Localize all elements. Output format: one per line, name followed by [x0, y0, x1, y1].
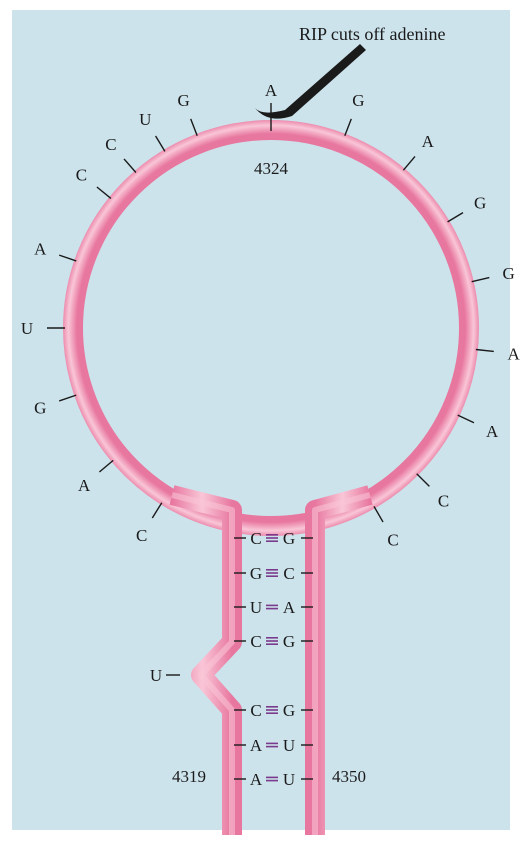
stem-base-left: C	[250, 632, 261, 651]
loop-base-tick	[191, 119, 198, 136]
loop-base: C	[136, 526, 147, 545]
stem-base-right: G	[283, 529, 295, 548]
stem-base-right: G	[283, 632, 295, 651]
loop-base: C	[76, 165, 87, 184]
loop-base-tick	[152, 503, 162, 518]
loop-base-tick	[59, 255, 76, 261]
loop-base: A	[422, 132, 435, 151]
loop-base: G	[503, 264, 515, 283]
position-4350: 4350	[332, 767, 366, 786]
loop-base-tick	[99, 460, 113, 472]
loop-base: C	[438, 492, 449, 511]
loop-base: A	[78, 476, 91, 495]
loop-base: A	[486, 422, 499, 441]
stem-base-right: U	[283, 736, 295, 755]
bulge-base: U	[150, 666, 162, 685]
loop-base: G	[177, 91, 189, 110]
loop-base-tick	[476, 350, 494, 352]
loop-base-tick	[97, 187, 111, 198]
loop-base-tick	[417, 474, 430, 487]
stem-base-right: U	[283, 770, 295, 789]
stem-base-left: G	[250, 564, 262, 583]
loop-base: C	[387, 530, 398, 549]
position-4324: 4324	[254, 159, 289, 178]
rip-caption: RIP cuts off adenine	[299, 24, 445, 44]
rna-loop	[73, 130, 469, 526]
loop-base: A	[34, 240, 47, 259]
loop-base-tick	[448, 213, 463, 222]
loop-base: U	[21, 319, 33, 338]
loop-base: A	[508, 345, 520, 364]
position-4319: 4319	[172, 767, 206, 786]
bulge: U	[150, 666, 180, 685]
stem-base-left: A	[250, 736, 263, 755]
stem-base-right: A	[283, 598, 296, 617]
loop-base-tick	[59, 395, 76, 401]
stem-base-left: C	[250, 701, 261, 720]
stem-base-left: U	[250, 598, 262, 617]
loop-base: U	[139, 110, 151, 129]
stem-base-left: C	[250, 529, 261, 548]
loop-base-tick	[472, 278, 490, 282]
loop-base: G	[352, 91, 364, 110]
loop-base-tick	[124, 159, 136, 173]
adenine-label: A	[265, 81, 278, 100]
loop-base: G	[474, 193, 486, 212]
stem-base-right: C	[283, 564, 294, 583]
loop-base-tick	[403, 156, 415, 170]
stem-base-right: G	[283, 701, 295, 720]
stem-base-left: A	[250, 770, 263, 789]
loop-base: G	[34, 398, 46, 417]
loop-base-tick	[458, 415, 474, 423]
loop-base-tick	[374, 506, 383, 522]
loop-base-tick	[156, 136, 165, 151]
loop-base: C	[105, 135, 116, 154]
loop-base-tick	[345, 119, 352, 136]
